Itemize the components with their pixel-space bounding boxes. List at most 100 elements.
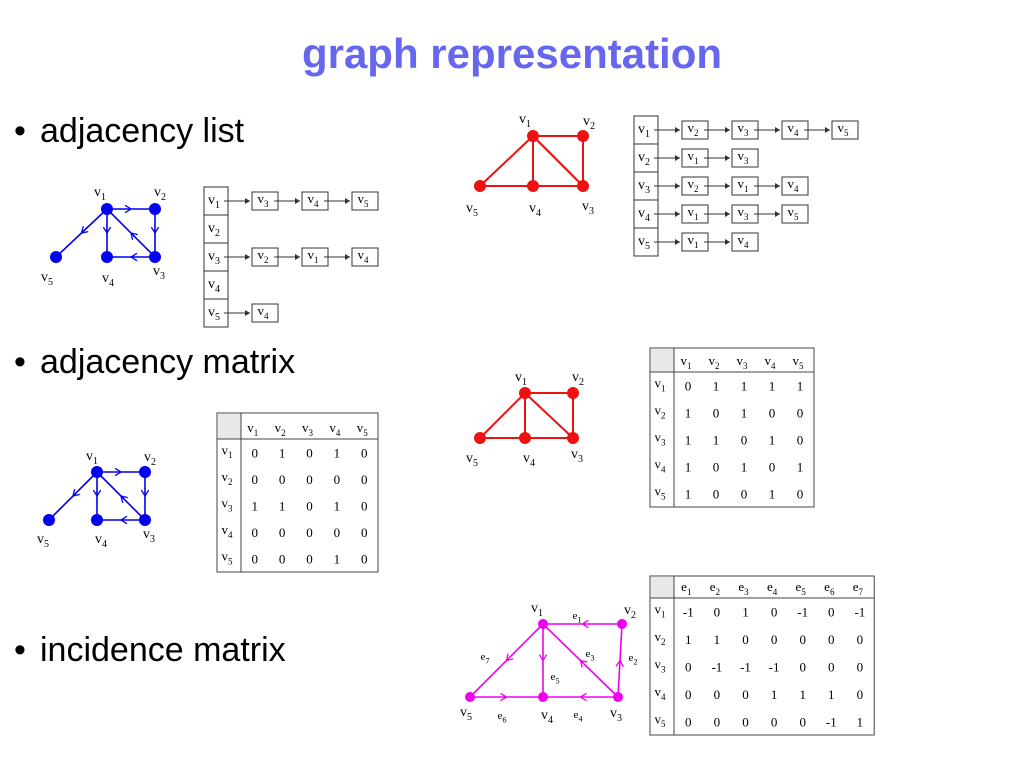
graph-vertex: [149, 203, 161, 215]
vertex-label: v3: [143, 527, 155, 545]
vertex-label: v3: [571, 447, 583, 465]
matrix-cell: 0: [251, 525, 258, 540]
matrix-cell: 0: [361, 552, 368, 567]
matrix-col-header: v2: [709, 353, 720, 371]
matrix-cell: 0: [306, 445, 313, 460]
matrix-col-header: e5: [796, 579, 807, 597]
edge-label: e5: [551, 671, 560, 685]
matrix-cell: 0: [714, 605, 721, 620]
list-node-label: v1: [688, 232, 699, 250]
arrowhead: [538, 654, 548, 662]
matrix-cell: 0: [797, 487, 804, 502]
arrowhead: [725, 239, 730, 245]
graph-vertex: [567, 432, 579, 444]
graph-vertex: [43, 514, 55, 526]
matrix-cell: 1: [797, 379, 804, 394]
matrix-cell: 1: [797, 460, 804, 475]
list-node-label: v4: [258, 303, 270, 321]
list-node-label: v4: [358, 247, 370, 265]
matrix-col-header: v3: [302, 420, 314, 438]
page-title: graph representation: [301, 30, 723, 77]
matrix-row-header: v2: [655, 629, 666, 647]
vertex-label: v2: [154, 185, 166, 203]
matrix-cell: 0: [742, 714, 749, 729]
vertex-label: v3: [582, 199, 594, 217]
bullet-incidence-matrix: •incidence matrix: [14, 631, 286, 670]
matrix-col-header: v1: [247, 420, 258, 438]
matrix-cell: 1: [279, 499, 286, 514]
matrix-cell: 0: [771, 605, 778, 620]
matrix-cell: 0: [714, 687, 721, 702]
arrowhead: [129, 252, 138, 262]
matrix-cell: 0: [334, 472, 341, 487]
matrix-cell: 0: [361, 445, 368, 460]
matrix-cell: 1: [685, 487, 692, 502]
matrix-cell: 0: [306, 472, 313, 487]
list-node-label: v4: [308, 191, 320, 209]
vertex-label: v3: [610, 706, 622, 724]
list-node-label: v5: [838, 120, 850, 138]
matrix-cell: 1: [251, 499, 258, 514]
matrix-cell: 0: [685, 660, 692, 675]
matrix-row-header: v1: [222, 442, 233, 460]
vertex-label: v4: [541, 708, 553, 726]
matrix-row-header: v5: [655, 484, 667, 502]
matrix-cell: 1: [714, 632, 721, 647]
arrowhead: [500, 692, 508, 702]
graph-vertex: [613, 692, 623, 702]
list-node: [351, 247, 379, 267]
matrix-cell: 0: [306, 499, 313, 514]
matrix-cell: 0: [799, 632, 806, 647]
list-node: [731, 148, 759, 168]
matrix-cell: 0: [742, 632, 749, 647]
matrix-cell: 1: [799, 687, 806, 702]
matrix-col-header: v5: [793, 353, 805, 371]
matrix-cell: 0: [713, 406, 720, 421]
matrix-col-header: v4: [765, 353, 777, 371]
matrix-col-header: v1: [681, 353, 692, 371]
graph-vertex: [465, 692, 475, 702]
list-node-label: v4: [788, 120, 800, 138]
matrix-cell: 0: [251, 445, 258, 460]
vertex-label: v1: [94, 185, 106, 203]
vertex-label: v5: [41, 270, 53, 288]
vertex-label: v5: [466, 201, 478, 219]
vertex-label: v2: [144, 450, 156, 468]
matrix-cell: 0: [713, 460, 720, 475]
arrowhead: [505, 653, 514, 662]
list-node-label: v2: [688, 120, 699, 138]
arrowhead: [124, 204, 133, 214]
matrix-row-header: v3: [655, 657, 667, 675]
arrowhead: [675, 239, 680, 245]
matrix-cell: 0: [713, 487, 720, 502]
arrowhead: [775, 211, 780, 217]
matrix-cell: 0: [741, 433, 748, 448]
matrix-cell: 0: [828, 605, 835, 620]
arrowhead: [725, 155, 730, 161]
matrix-cell: 0: [685, 687, 692, 702]
matrix-cell: 1: [771, 687, 778, 702]
matrix-row-header: v1: [655, 376, 666, 394]
list-node-label: v5: [358, 191, 370, 209]
matrix-col-header: v5: [357, 420, 369, 438]
arrowhead: [295, 198, 300, 204]
bullet-dot: •: [14, 343, 26, 381]
matrix-cell: 0: [361, 472, 368, 487]
graph-edge: [532, 135, 584, 187]
matrix-cell: 1: [334, 552, 341, 567]
arrowhead: [72, 489, 80, 497]
matrix-col-header: v3: [737, 353, 749, 371]
matrix-col-header: v2: [275, 420, 286, 438]
matrix-cell: 0: [361, 499, 368, 514]
matrix-col-header: e4: [767, 579, 778, 597]
matrix-cell: 1: [741, 406, 748, 421]
bullet-dot: •: [14, 112, 26, 150]
matrix-cell: 0: [306, 525, 313, 540]
matrix-cell: 1: [279, 445, 286, 460]
matrix-row-header: v4: [655, 457, 667, 475]
